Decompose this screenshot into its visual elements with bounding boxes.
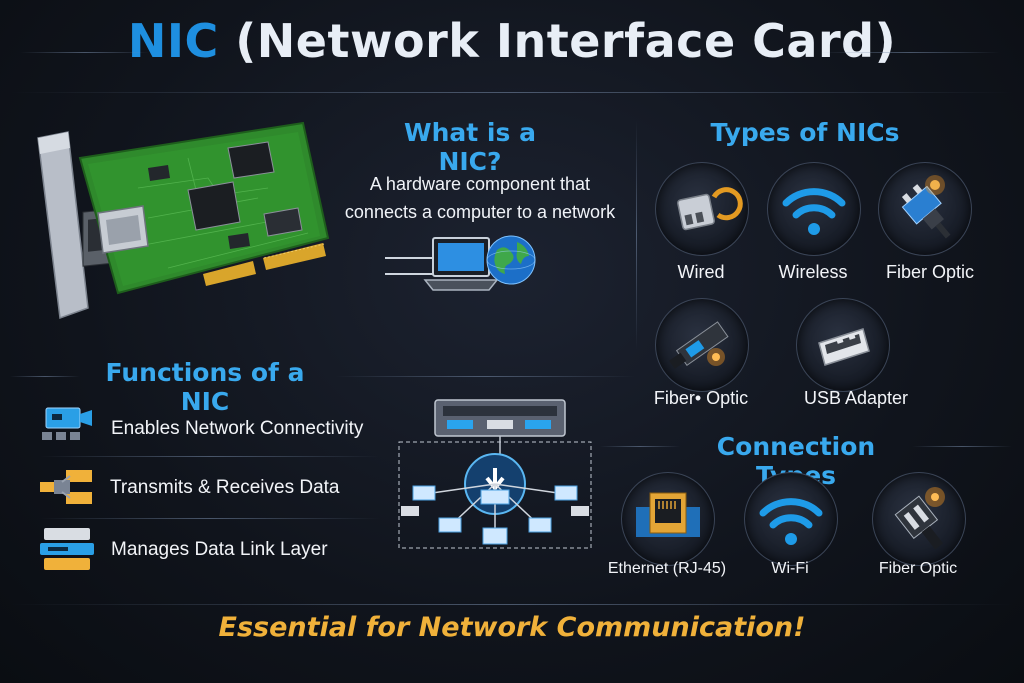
fiber-connector-icon <box>669 321 729 369</box>
divider-bottom <box>10 604 1014 605</box>
conn-ethernet-label: Ethernet (RJ-45) <box>607 560 727 577</box>
type-wired-label: Wired <box>677 262 725 282</box>
functions-rule-left <box>10 376 80 377</box>
title-rest: (Network Interface Card) <box>218 14 897 68</box>
functions-heading: Functions of a NIC <box>105 358 305 416</box>
footer-tagline: Essential for Network Communication! <box>218 612 806 643</box>
conn-fiber-circle <box>872 472 966 566</box>
divider-top <box>10 92 1014 93</box>
fiber-connector-icon <box>901 175 951 239</box>
divider-vertical <box>636 120 637 350</box>
what-is-heading: What is a NIC? <box>404 118 536 176</box>
function-item-transmit: Transmits & Receives Data <box>110 477 340 498</box>
type-wireless-circle <box>767 162 861 256</box>
monitor-network-icon <box>42 407 92 440</box>
rj45-plug-icon <box>677 187 743 231</box>
connections-rule-left <box>600 446 680 447</box>
usb-adapter-icon <box>818 328 870 366</box>
type-wireless-label: Wireless <box>778 262 848 282</box>
type-fiber2-circle <box>655 298 749 392</box>
title-rule-left <box>20 52 150 53</box>
type-fiber2-label: Fiber• Optic <box>653 388 749 408</box>
page-title: NIC (Network Interface Card) <box>0 14 1024 68</box>
title-accent: NIC <box>127 14 219 68</box>
layers-stack-icon <box>40 528 94 570</box>
conn-fiber-label: Fiber Optic <box>878 560 958 577</box>
conn-ethernet-circle <box>621 472 715 566</box>
connections-rule-right <box>912 446 1012 447</box>
what-is-line1: A hardware component that <box>369 174 591 194</box>
function-item-connectivity: Enables Network Connectivity <box>111 418 364 439</box>
type-usb-circle <box>796 298 890 392</box>
ethernet-port-icon <box>636 492 700 537</box>
conn-wifi-circle <box>744 472 838 566</box>
function-divider-2 <box>40 518 380 519</box>
function-item-datalink: Manages Data Link Layer <box>111 539 328 560</box>
laptop-globe-icon <box>385 235 536 291</box>
functions-rule-right <box>335 376 635 377</box>
wifi-icon <box>759 498 823 545</box>
nic-card-icon <box>37 121 330 320</box>
data-transfer-icon <box>40 470 92 504</box>
title-rule-right <box>820 52 1000 53</box>
function-divider-1 <box>40 456 380 457</box>
what-is-line2: connects a computer to a network <box>344 202 616 222</box>
conn-wifi-label: Wi-Fi <box>771 560 809 577</box>
network-topology-icon <box>398 399 592 549</box>
type-fiber-label: Fiber Optic <box>885 262 975 282</box>
wifi-icon <box>782 188 846 235</box>
fiber-connector-icon <box>894 487 945 550</box>
type-usb-label: USB Adapter <box>803 388 909 408</box>
types-heading: Types of NICs <box>710 118 900 147</box>
type-wired-circle <box>655 162 749 256</box>
type-fiber-circle <box>878 162 972 256</box>
